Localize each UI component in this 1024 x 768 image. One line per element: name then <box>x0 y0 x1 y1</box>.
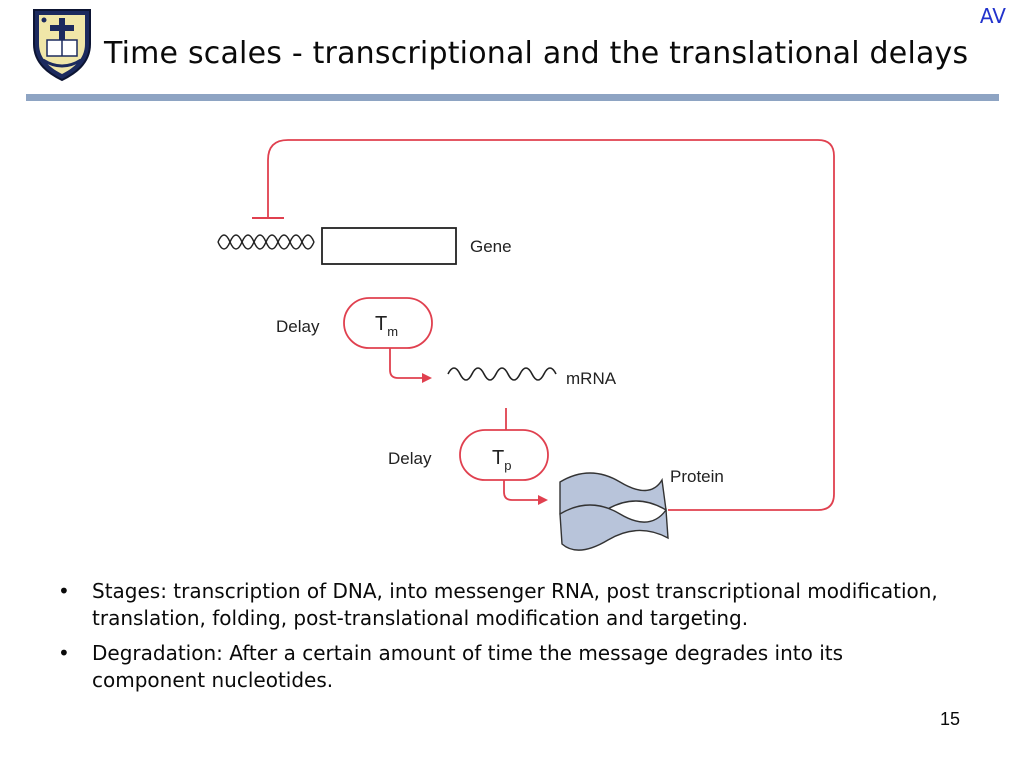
tp-symbol: T <box>492 447 504 469</box>
slide-title: Time scales - transcriptional and the tr… <box>104 36 969 71</box>
bullet-marker: • <box>58 641 70 665</box>
title-divider <box>26 94 999 101</box>
feedback-loop-line <box>267 139 835 511</box>
transcription-arrow <box>389 348 422 379</box>
bullet-list: • Stages: transcription of DNA, into mes… <box>58 578 938 702</box>
bullet-marker: • <box>58 579 70 603</box>
svg-text:Tp: Tp <box>492 447 511 473</box>
dna-helix-icon <box>217 234 315 250</box>
mrna-label: mRNA <box>566 369 617 388</box>
tp-subscript: p <box>504 458 511 473</box>
bullet-degradation: • Degradation: After a certain amount of… <box>58 640 938 694</box>
protein-label: Protein <box>670 467 724 486</box>
corner-tag: AV <box>979 4 1006 28</box>
bullet-text: Degradation: After a certain amount of t… <box>92 641 844 692</box>
gene-label: Gene <box>470 237 512 256</box>
bullet-text: Stages: transcription of DNA, into messe… <box>92 579 938 630</box>
protein-icon <box>559 472 669 551</box>
tm-delay-box <box>343 297 433 349</box>
page-number: 15 <box>939 709 960 729</box>
svg-text:Tm: Tm <box>375 313 398 339</box>
university-shield-logo <box>30 6 94 82</box>
gene-expression-diagram: Gene Delay Tm mRNA Delay Tp Protein <box>200 130 860 560</box>
bullet-stages: • Stages: transcription of DNA, into mes… <box>58 578 938 632</box>
tm-subscript: m <box>387 324 398 339</box>
delay-label-transcription: Delay <box>276 317 320 336</box>
delay-label-translation: Delay <box>388 449 432 468</box>
mrna-strand-icon <box>447 367 557 381</box>
gene-box <box>321 227 457 265</box>
tm-symbol: T <box>375 313 387 335</box>
translation-arrow <box>503 480 538 501</box>
